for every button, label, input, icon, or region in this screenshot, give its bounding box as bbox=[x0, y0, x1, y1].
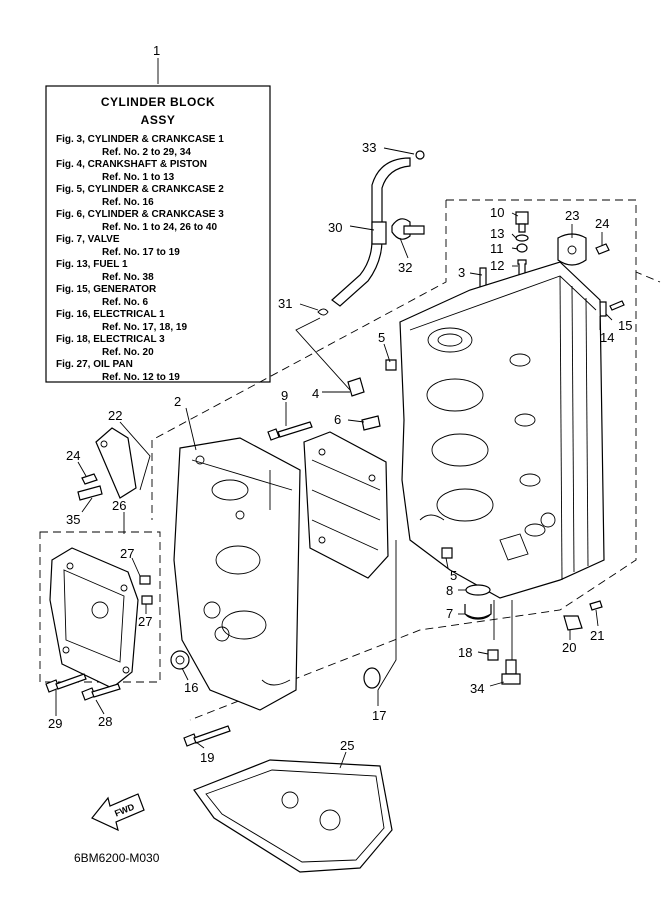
box-ref-3: Ref. No. 2 to 29, 34 bbox=[102, 147, 191, 158]
callout-5-upper: 5 bbox=[378, 330, 385, 345]
box-ref-5: Ref. No. 16 bbox=[102, 197, 154, 208]
diagram-code: 6BM6200-M030 bbox=[74, 851, 160, 865]
callout-10: 10 bbox=[490, 205, 504, 220]
box-fig-6: Fig. 6, CYLINDER & CRANKCASE 3 bbox=[56, 209, 224, 220]
box-ref-15: Ref. No. 6 bbox=[102, 297, 149, 308]
callout-27-lower: 27 bbox=[138, 614, 152, 629]
callout-34: 34 bbox=[470, 681, 484, 696]
callout-21: 21 bbox=[590, 628, 604, 643]
callout-35: 35 bbox=[66, 512, 80, 527]
callout-26: 26 bbox=[112, 498, 126, 513]
box-ref-16: Ref. No. 17, 18, 19 bbox=[102, 322, 187, 333]
box-ref-6: Ref. No. 1 to 24, 26 to 40 bbox=[102, 222, 217, 233]
callout-2: 2 bbox=[174, 394, 181, 409]
callout-27-upper: 27 bbox=[120, 546, 134, 561]
callout-3: 3 bbox=[458, 265, 465, 280]
bearing-plate bbox=[303, 431, 389, 579]
cylinder-block bbox=[173, 437, 301, 711]
callout-23: 23 bbox=[565, 208, 579, 223]
assembly-dashed-outlines bbox=[39, 199, 661, 721]
box-fig-13: Fig. 13, FUEL 1 bbox=[56, 259, 128, 270]
box-fig-5: Fig. 5, CYLINDER & CRANKCASE 2 bbox=[56, 184, 224, 195]
box-ref-18: Ref. No. 20 bbox=[102, 347, 154, 358]
callout-7: 7 bbox=[446, 606, 453, 621]
box-fig-18: Fig. 18, ELECTRICAL 3 bbox=[56, 334, 165, 345]
callout-22: 22 bbox=[108, 408, 122, 423]
box-fig-15: Fig. 15, GENERATOR bbox=[56, 284, 157, 295]
box-fig-7: Fig. 7, VALVE bbox=[56, 234, 120, 245]
callout-12: 12 bbox=[490, 258, 504, 273]
callout-28: 28 bbox=[98, 714, 112, 729]
box-fig-16: Fig. 16, ELECTRICAL 1 bbox=[56, 309, 165, 320]
box-fig-27: Fig. 27, OIL PAN bbox=[56, 359, 133, 370]
fwd-arrow: FWD bbox=[91, 793, 145, 832]
callout-31: 31 bbox=[278, 296, 292, 311]
leader-lines bbox=[55, 147, 613, 769]
callout-24-right: 24 bbox=[595, 216, 609, 231]
callout-5-lower: 5 bbox=[450, 568, 457, 583]
callout-18: 18 bbox=[458, 645, 472, 660]
callout-numbers: 33 30 32 31 3 10 13 11 12 23 24 15 14 5 … bbox=[48, 140, 632, 765]
callout-25: 25 bbox=[340, 738, 354, 753]
box-ref-13: Ref. No. 38 bbox=[102, 272, 154, 283]
box-ref-27: Ref. No. 12 to 19 bbox=[102, 372, 180, 383]
box-fig-4: Fig. 4, CRANKSHAFT & PISTON bbox=[56, 159, 207, 170]
callout-32: 32 bbox=[398, 260, 412, 275]
callout-30: 30 bbox=[328, 220, 342, 235]
box-ref-4: Ref. No. 1 to 13 bbox=[102, 172, 175, 183]
callout-16: 16 bbox=[184, 680, 198, 695]
callout-13: 13 bbox=[490, 226, 504, 241]
callout-1: 1 bbox=[153, 43, 160, 58]
cover-26 bbox=[49, 547, 139, 689]
crankcase-block bbox=[399, 261, 605, 599]
callout-33: 33 bbox=[362, 140, 376, 155]
callout-15: 15 bbox=[618, 318, 632, 333]
callout-19: 19 bbox=[200, 750, 214, 765]
box-fig-3: Fig. 3, CYLINDER & CRANKCASE 1 bbox=[56, 134, 224, 145]
callout-29: 29 bbox=[48, 716, 62, 731]
callout-8: 8 bbox=[446, 583, 453, 598]
callout-6: 6 bbox=[334, 412, 341, 427]
box-ref-7: Ref. No. 17 to 19 bbox=[102, 247, 180, 258]
small-parts bbox=[45, 359, 603, 873]
reference-box: 1 CYLINDER BLOCK ASSY Fig. 3, CYLINDER &… bbox=[45, 43, 271, 383]
callout-4: 4 bbox=[312, 386, 319, 401]
box-title: CYLINDER BLOCK bbox=[101, 95, 215, 109]
callout-11: 11 bbox=[490, 241, 504, 256]
bracket-22 bbox=[77, 427, 137, 501]
callout-20: 20 bbox=[562, 640, 576, 655]
callout-24-left: 24 bbox=[66, 448, 80, 463]
callout-9: 9 bbox=[281, 388, 288, 403]
callout-17: 17 bbox=[372, 708, 386, 723]
callout-14: 14 bbox=[600, 330, 614, 345]
box-subtitle: ASSY bbox=[141, 113, 176, 127]
hose-assembly bbox=[317, 150, 425, 316]
